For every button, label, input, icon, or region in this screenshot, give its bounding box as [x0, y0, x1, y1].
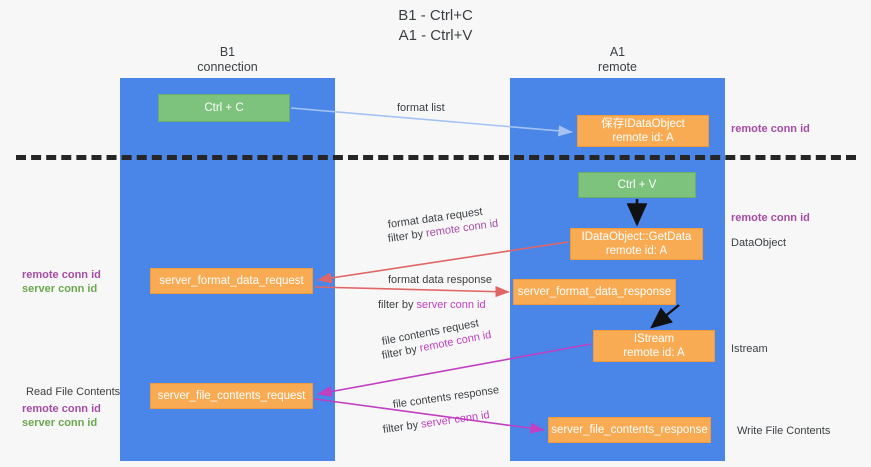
node-server-format-data-response[interactable]: server_format_data_response [513, 279, 676, 305]
annotation-read-file-contents: Read File Contents [26, 386, 121, 398]
edge-label-format-data-response: format data response [388, 274, 492, 286]
page-title: B1 - Ctrl+C A1 - Ctrl+V [0, 6, 871, 46]
node-server-file-contents-response[interactable]: server_file_contents_response [548, 417, 711, 443]
node-idataobject-getdata-label: IDataObject::GetData [581, 231, 692, 243]
title-line-1: B1 - Ctrl+C [398, 7, 473, 24]
node-istream[interactable]: IStream remote id: A [593, 330, 715, 362]
annotation-remote-conn-id-mid: remote conn id [731, 212, 810, 224]
column-header-a1-role: remote [598, 60, 637, 74]
column-header-a1-name: A1 [609, 45, 626, 59]
node-server-format-data-response-label: server_format_data_response [517, 286, 672, 298]
node-save-idataobject-label: 保存IDataObject [601, 118, 685, 130]
annotation-left-remote-conn-id-1: remote conn id [22, 269, 101, 281]
annotation-istream: Istream [731, 343, 768, 355]
phase-divider [16, 155, 856, 160]
filter-key-server-conn-id: server conn id [420, 409, 491, 431]
node-ctrl-v[interactable]: Ctrl + V [578, 172, 696, 198]
filter-prefix: filter by [387, 227, 427, 245]
edge-label-file-contents-response: file contents response [392, 384, 500, 411]
annotation-left-server-conn-id-2: server conn id [22, 417, 98, 429]
node-idataobject-getdata-sublabel: remote id: A [605, 245, 668, 257]
node-server-format-data-request[interactable]: server_format_data_request [150, 268, 313, 294]
node-server-file-contents-request-label: server_file_contents_request [157, 390, 306, 402]
annotation-write-file-contents: Write File Contents [737, 425, 831, 437]
node-server-format-data-request-label: server_format_data_request [159, 275, 304, 287]
node-server-file-contents-response-label: server_file_contents_response [551, 424, 708, 436]
edge-label-file-contents-response-filter: filter by server conn id [382, 408, 491, 437]
annotation-left-server-conn-id-1: server conn id [22, 283, 98, 295]
column-header-b1-role: connection [197, 60, 258, 74]
annotation-dataobject: DataObject [731, 237, 787, 249]
node-ctrl-c-label: Ctrl + C [204, 102, 244, 114]
node-istream-sublabel: remote id: A [623, 347, 685, 359]
filter-prefix: filter by [382, 418, 422, 436]
node-save-idataobject[interactable]: 保存IDataObject remote id: A [577, 115, 709, 147]
node-ctrl-v-label: Ctrl + V [617, 179, 657, 191]
column-header-b1: B1 connection [120, 45, 335, 75]
title-line-2: A1 - Ctrl+V [398, 27, 473, 44]
filter-prefix: filter by [378, 299, 417, 311]
annotation-remote-conn-id-top: remote conn id [731, 123, 810, 135]
node-save-idataobject-sublabel: remote id: A [612, 132, 674, 144]
node-ctrl-c[interactable]: Ctrl + C [158, 94, 290, 122]
node-server-file-contents-request[interactable]: server_file_contents_request [150, 383, 313, 409]
column-header-a1: A1 remote [510, 45, 725, 75]
filter-key-server-conn-id: server conn id [416, 299, 486, 311]
edge-format-data-response [314, 286, 510, 298]
annotation-left-remote-conn-id-2: remote conn id [22, 403, 101, 415]
node-idataobject-getdata[interactable]: IDataObject::GetData remote id: A [570, 228, 703, 260]
column-header-b1-name: B1 [219, 45, 236, 59]
edge-label-format-list: format list [397, 102, 445, 114]
edge-label-format-data-response-filter: filter by server conn id [378, 298, 486, 312]
node-istream-label: IStream [633, 333, 675, 345]
